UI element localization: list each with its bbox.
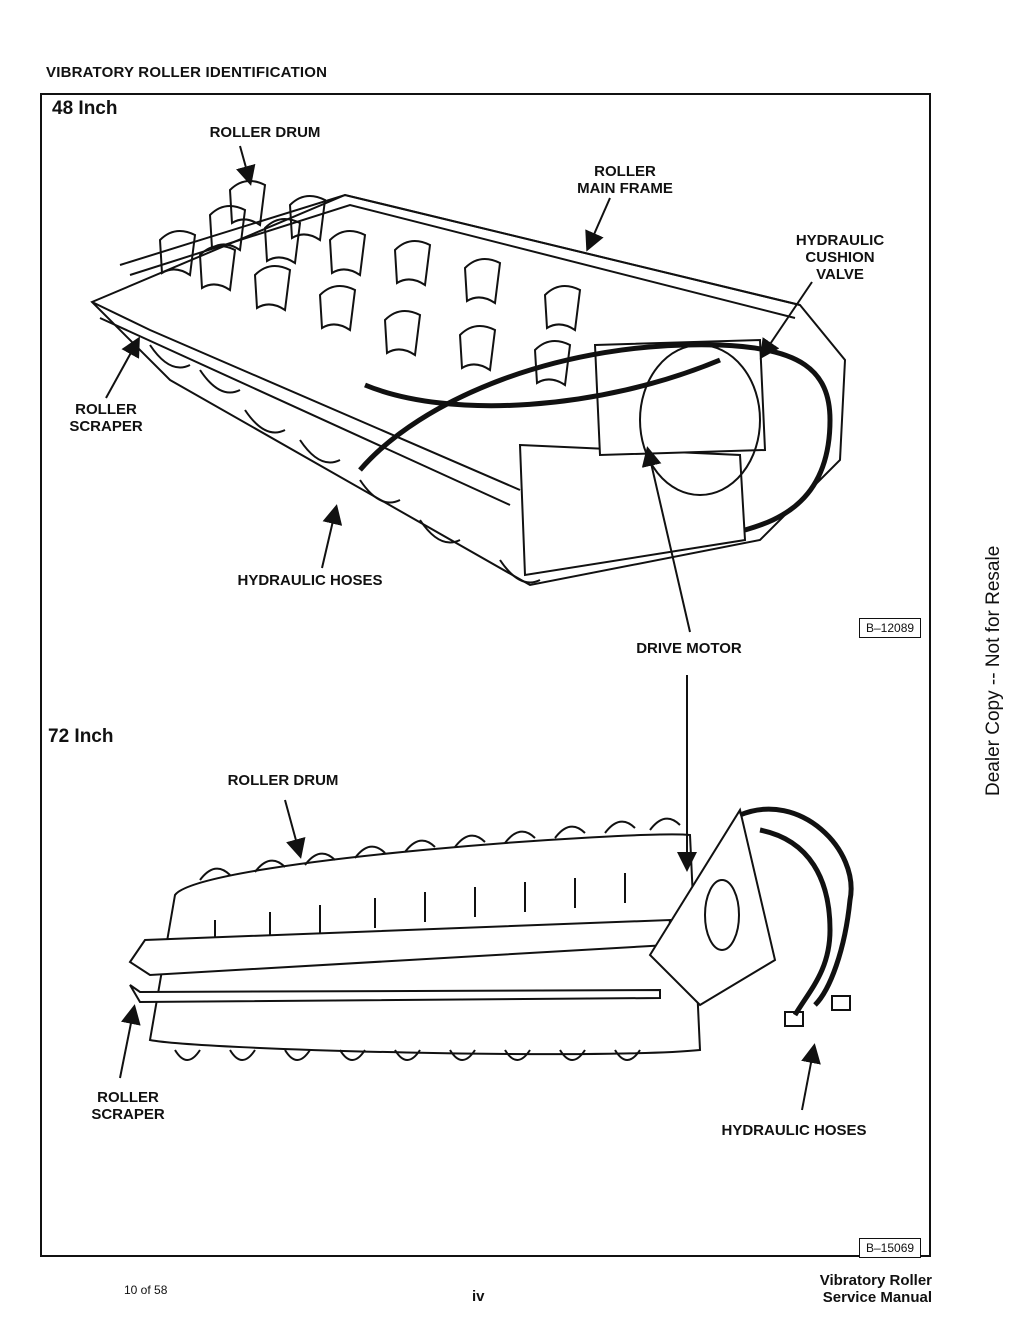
figure-frame bbox=[40, 93, 931, 1257]
callout-drive-motor: DRIVE MOTOR bbox=[636, 640, 742, 657]
side-watermark: Dealer Copy -- Not for Resale bbox=[983, 545, 1004, 796]
manual-name: Vibratory Roller Service Manual bbox=[819, 1272, 932, 1306]
callout-roller-drum-48: ROLLER DRUM bbox=[209, 124, 321, 141]
roller-72-illustration bbox=[128, 806, 854, 1061]
callout-main-frame: ROLLER MAIN FRAME bbox=[577, 163, 673, 197]
section-label-72: 72 Inch bbox=[48, 726, 114, 747]
drum-teeth-72 bbox=[174, 817, 681, 1061]
callout-arrows bbox=[105, 145, 821, 1111]
callout-hydraulic-hoses-72: HYDRAULIC HOSES bbox=[721, 1122, 867, 1139]
section-label-48: 48 Inch bbox=[52, 98, 118, 119]
figure-id-48: B–12089 bbox=[859, 618, 922, 638]
figure-id-72: B–15069 bbox=[859, 1238, 922, 1258]
callout-roller-scraper-48: ROLLER SCRAPER bbox=[69, 401, 143, 435]
callout-roller-scraper-72: ROLLER SCRAPER bbox=[91, 1089, 165, 1123]
roller-48-illustration bbox=[90, 180, 847, 587]
drum-segments-48 bbox=[158, 180, 582, 387]
callout-cushion-valve: HYDRAULIC CUSHION VALVE bbox=[795, 232, 885, 283]
page-count: 10 of 58 bbox=[124, 1283, 168, 1297]
page-number: iv bbox=[472, 1288, 485, 1305]
callout-hydraulic-hoses-48: HYDRAULIC HOSES bbox=[237, 572, 383, 589]
page-title: VIBRATORY ROLLER IDENTIFICATION bbox=[46, 64, 328, 81]
callout-roller-drum-72: ROLLER DRUM bbox=[227, 772, 339, 789]
